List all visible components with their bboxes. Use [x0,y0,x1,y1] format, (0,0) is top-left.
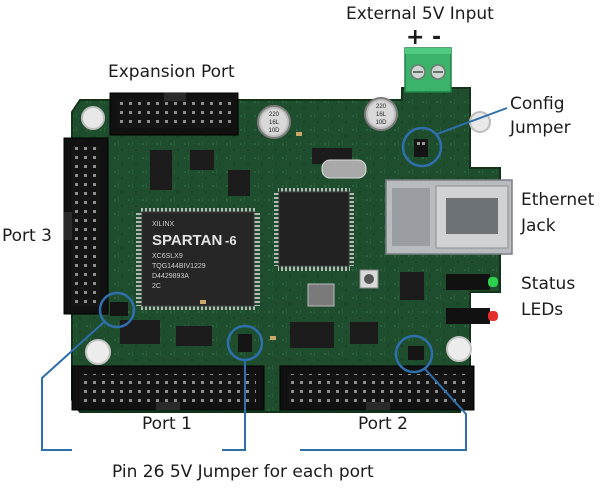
cap2-mid: 16L [376,112,387,118]
terminal-block [404,47,452,93]
capacitor-right: 220 16L 10D [364,97,398,131]
port2-label: Port 2 [358,414,408,434]
led-red [488,311,498,321]
cap2-top: 220 [376,104,387,110]
callout-circle-port3 [98,291,136,329]
mount-hole-bottom-right [446,336,472,362]
config-leader-line [436,107,508,135]
port1-leader-line [222,360,246,451]
fpga-brand: XILINX [152,221,175,228]
status-leds [446,274,498,324]
port2-header [279,365,475,411]
cap1-mid: 16L [269,120,280,126]
port2-5v-jumper [408,346,424,360]
port3-header [63,137,109,315]
capacitor-left: 220 16L 10D [257,105,291,139]
cap1-top: 220 [269,112,280,118]
fpga-part: XC6SLX9 [152,253,183,260]
plus-sign: + [406,25,425,50]
port1-header [71,365,265,411]
cap1-bot: 10D [268,128,280,134]
port1-label: Port 1 [142,414,192,434]
external-input-label: External 5V Input [346,4,494,24]
port2-leader-line [300,368,467,451]
fpga-line4: D4429893A [152,273,189,280]
port3-label: Port 3 [2,226,52,246]
config-jumper-label-line1: Config [510,94,565,114]
fpga-chip: XILINX SPARTAN -6 XC6SLX9 TQG144BIV1229 … [136,208,260,310]
ethernet-label-line2: Jack [521,216,556,236]
ethernet-controller-chip [274,188,354,271]
port1-5v-jumper [238,334,252,352]
status-leds-label-line1: Status [521,274,576,294]
callout-circle-config [401,126,443,168]
fpga-variant: -6 [225,233,237,248]
minus-sign: - [432,25,442,50]
config-jumper-label-line2: Jumper [510,118,571,138]
cap2-bot: 10D [375,120,387,126]
expansion-port-label: Expansion Port [108,62,235,82]
fpga-line3: TQG144BIV1229 [152,263,206,270]
config-jumper [414,139,428,157]
led-green [488,277,498,287]
expansion-header [109,92,239,136]
ethernet-jack [385,179,513,255]
port3-5v-jumper [110,302,128,316]
small-chips [120,122,424,348]
pin26-caption: Pin 26 5V Jumper for each port [112,462,374,482]
fpga-family: SPARTAN [152,232,222,249]
callout-circle-port2 [394,334,434,374]
fpga-line5: 2C [152,283,161,290]
status-leds-label-line2: LEDs [521,300,564,320]
ethernet-label-line1: Ethernet [521,190,595,210]
mount-hole-top-left [81,106,105,130]
port3-leader-line [41,321,105,451]
mount-hole-bottom-left [85,339,111,365]
